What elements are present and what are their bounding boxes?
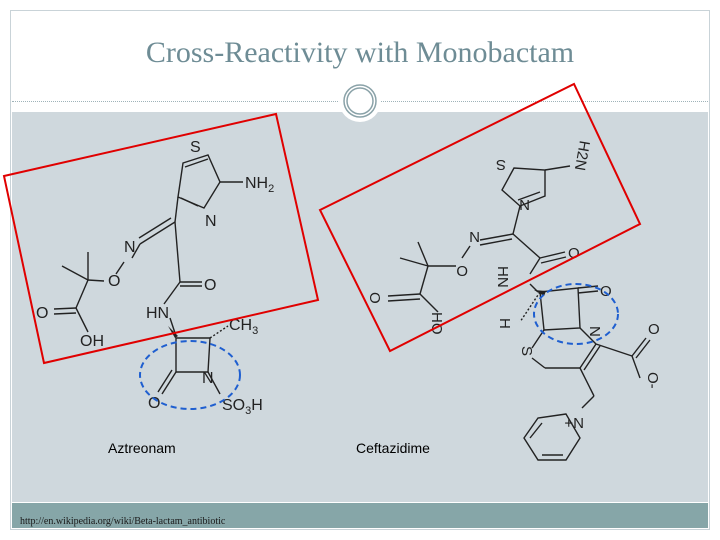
ceft-atom-o-amide: O bbox=[568, 245, 580, 262]
ceft-atom-s-ring: S bbox=[518, 346, 535, 356]
ceft-atom-h: H bbox=[496, 318, 513, 329]
ceft-atom-o-carboxyl: O bbox=[366, 292, 383, 304]
circle-ornament-icon bbox=[339, 80, 381, 122]
ceft-atom-o-carbonyl: O bbox=[600, 283, 612, 300]
aztreonam-beta-lactam-circle bbox=[139, 340, 241, 410]
slide-title: Cross-Reactivity with Monobactam bbox=[145, 36, 575, 69]
ceft-atom-s: S bbox=[496, 156, 506, 173]
aztreonam-side-chain-highlight bbox=[2, 112, 320, 365]
ceftazidime-beta-lactam-circle bbox=[533, 283, 619, 345]
ceft-atom-n-thiazole: N bbox=[519, 196, 530, 213]
wedge-bond bbox=[168, 326, 178, 338]
atom-oh: OH bbox=[80, 333, 104, 350]
atom-o-carboxyl: O bbox=[36, 305, 48, 322]
ceft-atom-n-ring: N bbox=[586, 326, 603, 337]
atom-o-oxime: O bbox=[108, 273, 120, 290]
slide-frame bbox=[10, 10, 710, 530]
ceft-atom-o-oxime: O bbox=[456, 262, 468, 279]
atom-n-ring: N bbox=[202, 370, 214, 387]
ceft-atom-n-plus: N+ bbox=[564, 414, 584, 431]
aztreonam-label: Aztreonam bbox=[108, 440, 176, 456]
footer-bar bbox=[12, 503, 708, 528]
atom-o-amide: O bbox=[204, 277, 216, 294]
ceft-atom-n-imine: N bbox=[469, 228, 480, 245]
ceftazidime-label: Ceftazidime bbox=[356, 440, 430, 456]
ceft-atom-coo-minus: O- bbox=[644, 372, 661, 389]
atom-so3h: SO3H bbox=[222, 397, 263, 417]
ceft-atom-nh2: H2N bbox=[571, 139, 593, 172]
ceft-atom-coo-o: O bbox=[648, 321, 660, 338]
atom-o-ring: O bbox=[148, 395, 160, 412]
atom-n-thiazole: N bbox=[205, 213, 217, 230]
atom-s: S bbox=[190, 139, 201, 156]
ceft-atom-hn: HN bbox=[494, 266, 511, 288]
atom-ch3: CH3 bbox=[229, 317, 258, 337]
ceftazidime-side-chain-highlight bbox=[318, 82, 642, 353]
atom-hn: HN bbox=[146, 305, 169, 322]
content-area bbox=[12, 112, 708, 502]
atom-nh2: NH2 bbox=[245, 175, 274, 195]
source-link[interactable]: http://en.wikipedia.org/wiki/Beta-lactam… bbox=[20, 516, 226, 527]
atom-n-imine: N bbox=[124, 239, 136, 256]
